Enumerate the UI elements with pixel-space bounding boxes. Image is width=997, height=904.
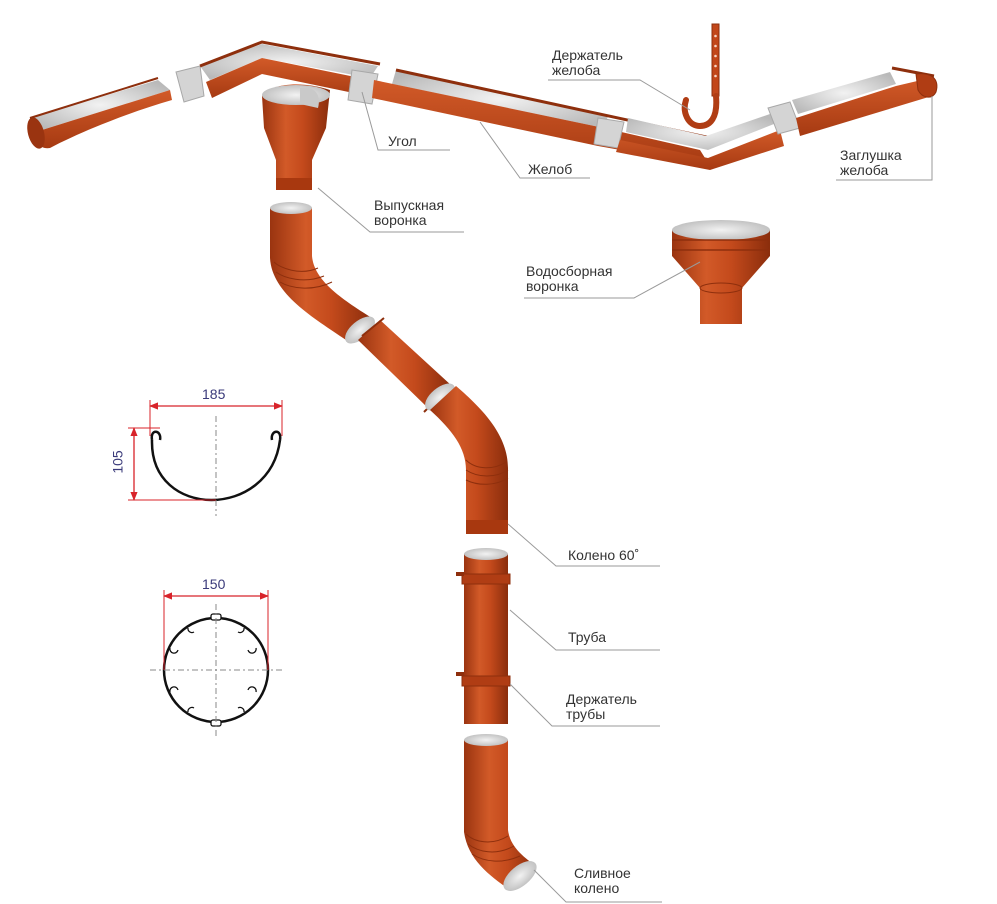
label-gutter-holder: Держатель желоба bbox=[552, 48, 623, 78]
label-gutter-cap-line1: Заглушка bbox=[840, 147, 902, 163]
label-outlet-funnel-line2: воронка bbox=[374, 212, 427, 228]
leader-drain-elbow bbox=[533, 869, 662, 903]
gutter-corner-connector bbox=[347, 69, 379, 105]
pipe-elbow-60 bbox=[430, 386, 509, 534]
pipe-diagonal bbox=[358, 317, 455, 413]
label-outlet-funnel-line1: Выпускная bbox=[374, 197, 445, 213]
leader-outlet-funnel bbox=[317, 187, 464, 233]
gutter-holder bbox=[681, 23, 720, 130]
pipe-straight bbox=[461, 548, 511, 724]
label-elbow: Колено 60˚ bbox=[568, 547, 640, 563]
label-pipe-holder: Держатель трубы bbox=[566, 692, 637, 722]
label-collector-funnel-line1: Водосборная bbox=[526, 263, 613, 279]
leader-collector-funnel bbox=[524, 261, 701, 299]
gutter-end-cap bbox=[915, 73, 938, 98]
gutter-left bbox=[27, 77, 172, 149]
dimension-gutter-width: 185 bbox=[202, 386, 226, 402]
dimension-gutter-depth: 105 bbox=[109, 450, 126, 474]
pipe-drain-elbow bbox=[464, 734, 537, 891]
label-gutter: Желоб bbox=[528, 161, 573, 177]
gutter-right bbox=[792, 66, 935, 136]
label-drain-elbow-line2: колено bbox=[574, 880, 620, 896]
label-gutter-cap-line2: желоба bbox=[840, 162, 889, 178]
label-drain-elbow-line1: Сливное bbox=[574, 865, 631, 881]
label-drain-elbow: Сливное колено bbox=[574, 866, 631, 896]
label-collector-funnel: Водосборная воронка bbox=[526, 264, 612, 294]
gutter-right-corner bbox=[616, 114, 784, 170]
collector-funnel bbox=[672, 220, 770, 324]
label-gutter-holder-line1: Держатель bbox=[552, 47, 623, 63]
leader-corner bbox=[361, 91, 450, 151]
leader-elbow bbox=[507, 523, 660, 567]
dimension-pipe-diameter: 150 bbox=[202, 576, 226, 592]
leader-lines bbox=[317, 79, 933, 903]
label-pipe-holder-line2: трубы bbox=[566, 706, 606, 722]
outlet-funnel bbox=[262, 84, 330, 190]
leader-gutter-holder bbox=[548, 79, 691, 111]
label-gutter-cap: Заглушка желоба bbox=[840, 148, 902, 178]
label-pipe: Труба bbox=[568, 629, 607, 645]
leader-pipe bbox=[509, 609, 660, 651]
gutter-left-connector bbox=[175, 65, 205, 103]
leader-gutter bbox=[479, 121, 590, 179]
label-pipe-holder-line1: Держатель bbox=[566, 691, 637, 707]
pipe-holder bbox=[456, 572, 464, 676]
label-gutter-holder-line2: желоба bbox=[552, 62, 601, 78]
leader-pipe-holder bbox=[509, 683, 660, 727]
gutter-profile-section bbox=[128, 400, 283, 516]
label-outlet-funnel: Выпускная воронка bbox=[374, 198, 444, 228]
leader-gutter-cap bbox=[836, 96, 933, 181]
gutter-corner bbox=[199, 40, 381, 98]
label-corner: Угол bbox=[388, 133, 417, 149]
pipe-profile-section bbox=[150, 590, 282, 736]
label-collector-funnel-line2: воронка bbox=[526, 278, 579, 294]
pipe-upper-elbow bbox=[270, 202, 375, 344]
